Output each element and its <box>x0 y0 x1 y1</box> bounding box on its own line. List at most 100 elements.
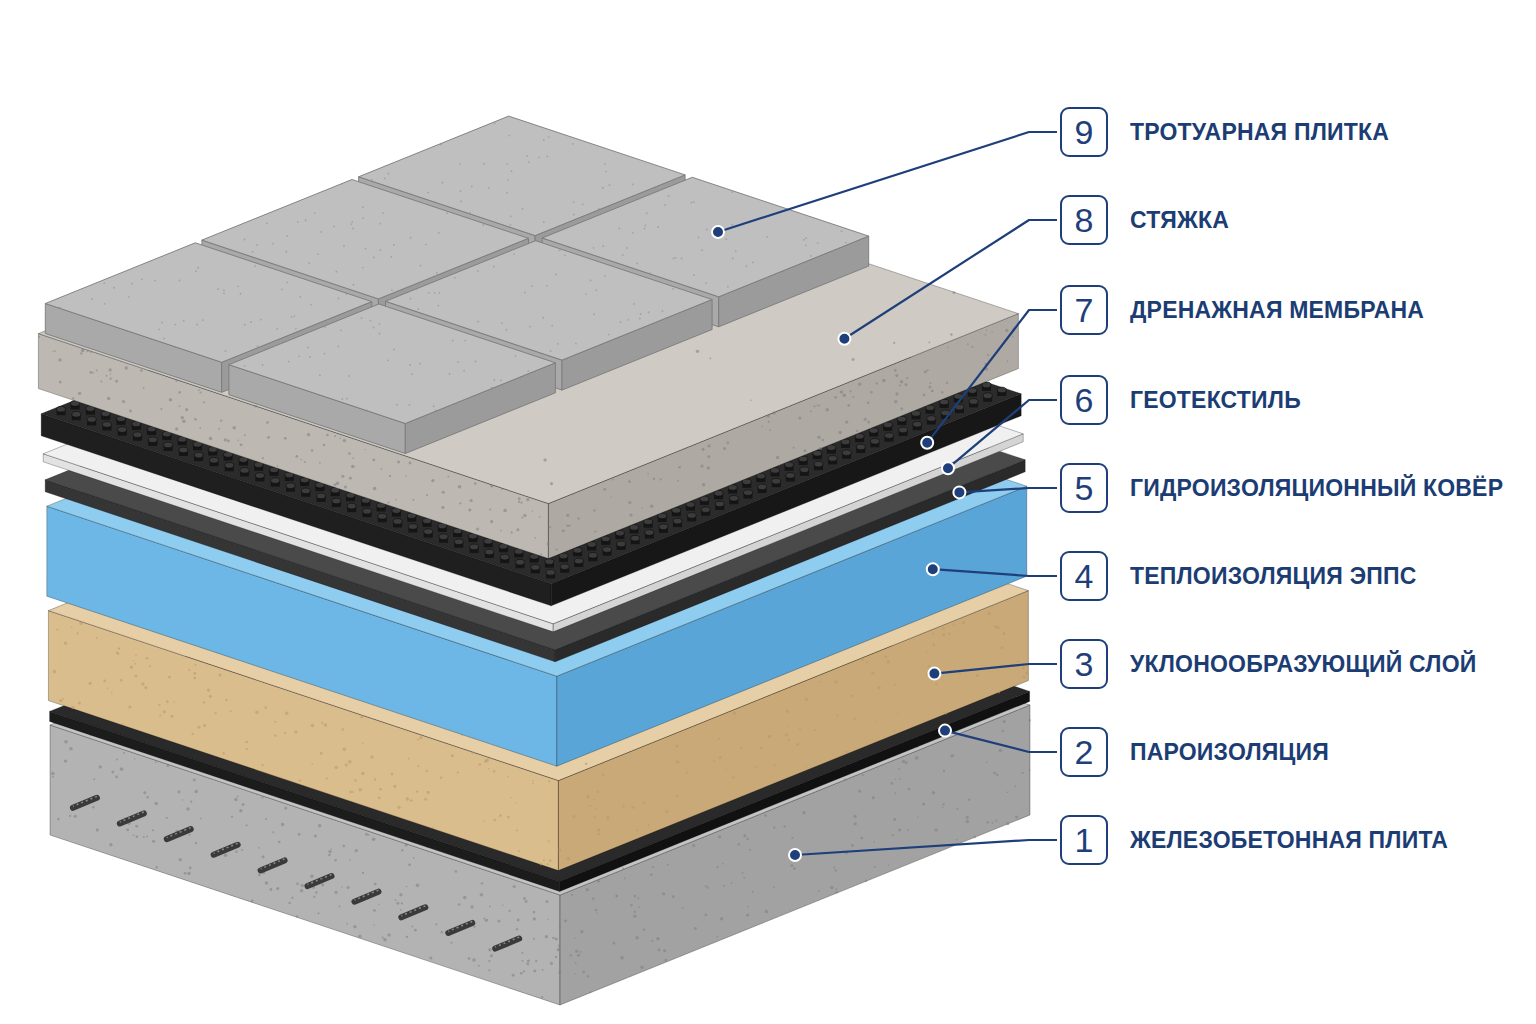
texture-dot <box>515 355 517 357</box>
texture-dot <box>523 897 526 900</box>
texture-dot <box>533 938 535 940</box>
texture-dot <box>397 806 400 809</box>
texture-dot <box>652 866 654 868</box>
texture-dot <box>947 347 948 348</box>
layer-label: ГЕОТЕКСТИЛЬ <box>1130 387 1301 414</box>
texture-dot <box>266 421 269 424</box>
texture-dot <box>885 655 888 658</box>
dimple-top <box>210 457 219 463</box>
dimple-top <box>983 393 992 399</box>
texture-dot <box>612 479 614 481</box>
texture-dot <box>993 772 996 775</box>
texture-dot <box>295 328 297 330</box>
texture-dot <box>352 228 354 230</box>
texture-dot <box>454 277 456 279</box>
rebar-end <box>73 798 97 808</box>
dimple-top <box>772 478 781 484</box>
texture-dot <box>167 764 170 767</box>
texture-dot <box>262 764 264 766</box>
texture-dot <box>926 652 928 654</box>
texture-dot <box>802 811 805 814</box>
texture-dot <box>341 886 343 888</box>
texture-dot <box>240 443 243 446</box>
texture-dot <box>321 883 324 886</box>
texture-dot <box>927 369 929 371</box>
dimple-top <box>546 570 555 576</box>
texture-dot <box>311 724 315 728</box>
texture-dot <box>555 956 557 958</box>
texture-dot <box>477 270 479 272</box>
texture-dot <box>239 809 242 812</box>
texture-dot <box>59 699 62 702</box>
texture-dot <box>618 228 620 230</box>
texture-dot <box>635 936 639 940</box>
texture-dot <box>126 828 129 831</box>
texture-dot <box>518 850 520 852</box>
texture-dot <box>628 501 631 504</box>
texture-dot <box>452 340 454 342</box>
texture-dot <box>932 791 935 794</box>
texture-dot <box>971 346 973 348</box>
texture-dot <box>672 288 674 290</box>
texture-dot <box>768 735 772 739</box>
texture-dot <box>341 475 344 478</box>
texture-dot <box>76 632 78 634</box>
callout: 9ТРОТУАРНАЯ ПЛИТКА <box>1060 107 1389 157</box>
texture-dot <box>254 405 257 408</box>
texture-dot <box>320 231 322 233</box>
texture-dot <box>56 629 58 631</box>
texture-dot <box>867 420 870 423</box>
texture-dot <box>334 435 336 437</box>
texture-dot <box>558 848 561 851</box>
texture-dot <box>511 170 513 172</box>
texture-dot <box>897 713 899 715</box>
texture-dot <box>163 337 165 339</box>
texture-dot <box>810 411 812 413</box>
texture-dot <box>146 657 149 660</box>
texture-dot <box>440 144 442 146</box>
texture-dot <box>203 401 205 403</box>
dimple-top <box>603 547 612 553</box>
texture-dot <box>598 208 600 210</box>
texture-dot <box>141 278 143 280</box>
texture-dot <box>274 721 276 723</box>
texture-dot <box>494 122 496 124</box>
dimple-top <box>439 534 448 540</box>
texture-dot <box>265 818 267 820</box>
texture-dot <box>806 765 808 767</box>
texture-dot <box>441 506 444 509</box>
texture-dot <box>410 799 413 802</box>
texture-dot <box>521 516 523 518</box>
texture-dot <box>326 434 329 437</box>
callout: 2ПАРОИЗОЛЯЦИЯ <box>1060 727 1329 777</box>
texture-dot <box>533 911 536 914</box>
dimple-top <box>225 463 234 469</box>
texture-dot <box>493 379 495 381</box>
texture-dot <box>387 359 389 361</box>
rebar-ribs <box>73 796 97 806</box>
texture-dot <box>395 499 397 501</box>
texture-dot <box>181 416 184 419</box>
texture-dot <box>389 475 391 477</box>
texture-dot <box>171 715 174 718</box>
texture-dot <box>835 680 838 683</box>
texture-dot <box>354 779 356 781</box>
texture-dot <box>523 970 525 972</box>
texture-dot <box>877 686 880 689</box>
texture-dot <box>838 431 842 435</box>
texture-dot <box>564 919 567 922</box>
texture-dot <box>976 674 979 677</box>
texture-dot <box>582 970 585 973</box>
texture-dot <box>224 438 227 441</box>
texture-dot <box>159 714 161 716</box>
texture-dot <box>416 790 418 792</box>
texture-dot <box>953 291 956 294</box>
texture-dot <box>395 899 397 901</box>
texture-dot <box>900 380 903 383</box>
texture-dot <box>438 232 440 234</box>
texture-dot <box>678 466 681 469</box>
texture-dot <box>335 271 337 273</box>
texture-dot <box>805 698 808 701</box>
texture-dot <box>313 896 315 898</box>
